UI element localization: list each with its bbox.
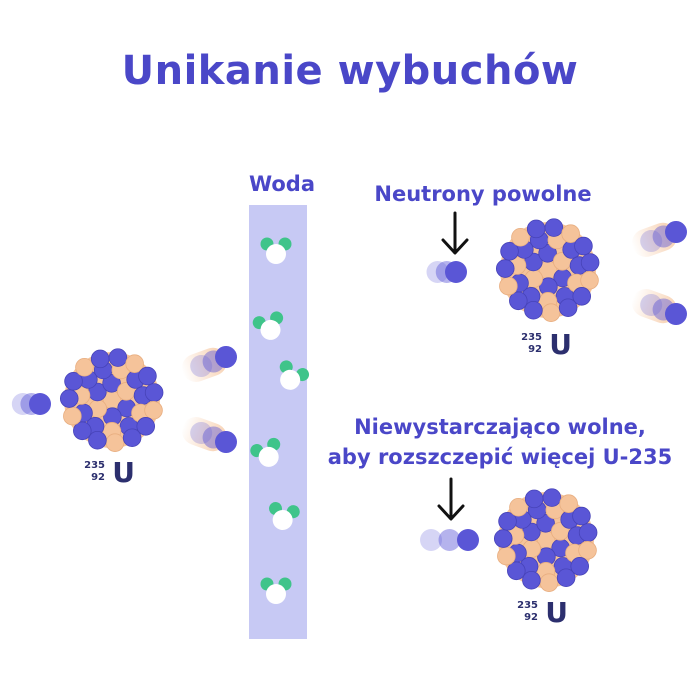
water-column — [249, 205, 307, 639]
neutron-particle — [420, 529, 479, 551]
proton — [88, 430, 107, 450]
proton — [144, 383, 164, 402]
neutron-particle — [511, 227, 530, 247]
down-arrow-icon — [441, 211, 469, 255]
water-label: Woda — [248, 172, 316, 196]
proton — [138, 366, 157, 386]
proton — [90, 349, 110, 369]
neutrons — [11, 221, 687, 551]
neutron-particle — [181, 417, 237, 453]
isotope-label: 235 92 U — [84, 456, 135, 492]
oxygen-atom — [260, 319, 281, 340]
atomic-number: 92 — [524, 612, 538, 623]
proton — [102, 374, 121, 393]
page-title: Unikanie wybuchów — [121, 48, 579, 94]
water-molecule — [250, 437, 281, 467]
water-molecule — [279, 360, 310, 390]
proton — [544, 218, 564, 237]
water-molecule — [260, 237, 292, 264]
proton — [122, 428, 142, 448]
uranium-nuclei — [59, 218, 600, 592]
neutron-particle — [578, 541, 597, 560]
atomic-number: 92 — [528, 344, 542, 355]
uranium-nucleus — [495, 218, 600, 322]
proton — [538, 244, 557, 263]
element-symbol: U — [549, 328, 572, 361]
proton — [556, 568, 576, 588]
atomic-number: 92 — [91, 472, 105, 483]
mass-number: 235 — [517, 600, 538, 611]
isotope-label: 235 92 U — [521, 328, 572, 364]
down-arrow-icon — [437, 477, 465, 521]
proton — [572, 506, 591, 526]
element-symbol: U — [545, 596, 568, 629]
neutron-particle — [426, 261, 467, 283]
proton — [578, 523, 598, 542]
proton — [572, 287, 592, 306]
neutron-particle — [539, 573, 559, 592]
neutron-particle — [631, 289, 687, 325]
proton — [536, 514, 555, 533]
neutron-particle — [497, 546, 516, 566]
proton — [526, 219, 546, 239]
oxygen-atom — [272, 509, 293, 530]
proton — [524, 300, 543, 320]
neutron-particle — [561, 224, 580, 243]
slow-neutrons-label: Neutrony powolne — [374, 182, 592, 206]
proton — [73, 421, 92, 441]
not-slow-line-2: aby rozszczepić więcej U-235 — [327, 445, 673, 469]
water-molecule — [252, 311, 284, 340]
neutron-particle — [541, 303, 561, 322]
neutron-particle — [509, 497, 528, 517]
proton — [507, 561, 526, 581]
proton — [64, 372, 83, 391]
not-slow-enough-label: Niewystarczająco wolne, aby rozszczepić … — [300, 412, 700, 472]
isotope-label: 235 92 U — [517, 596, 568, 632]
proton — [542, 488, 562, 507]
proton — [498, 512, 517, 531]
neutron-particle — [580, 271, 599, 290]
neutron-particle — [144, 401, 163, 420]
proton — [493, 529, 513, 548]
proton — [59, 389, 79, 408]
neutron-particle — [75, 357, 94, 377]
neutron-particle — [125, 354, 144, 373]
oxygen-atom — [258, 446, 279, 467]
oxygen-atom — [266, 584, 286, 604]
proton — [522, 570, 541, 590]
proton — [574, 236, 593, 256]
water-molecules — [250, 237, 310, 604]
uranium-nucleus — [59, 348, 164, 452]
not-slow-line-1: Niewystarczająco wolne, — [354, 415, 646, 439]
water-molecule — [269, 502, 300, 530]
uranium-nucleus — [493, 488, 598, 592]
mass-number: 235 — [84, 460, 105, 471]
neutron-particle — [499, 276, 518, 296]
proton — [495, 259, 515, 278]
proton — [570, 557, 590, 576]
proton — [509, 291, 528, 311]
proton — [500, 242, 519, 261]
proton — [108, 348, 128, 367]
proton — [524, 489, 544, 509]
proton — [558, 298, 578, 318]
proton — [580, 253, 600, 272]
neutron-particle — [11, 393, 51, 415]
element-symbol: U — [112, 456, 135, 489]
neutron-particle — [559, 494, 578, 513]
water-molecule — [260, 577, 292, 604]
oxygen-atom — [266, 244, 286, 264]
mass-number: 235 — [521, 332, 542, 343]
oxygen-atom — [280, 369, 301, 390]
neutron-particle — [181, 346, 237, 382]
proton — [136, 417, 156, 436]
neutron-particle — [63, 406, 82, 426]
neutron-particle — [631, 221, 687, 257]
neutron-particle — [105, 433, 125, 452]
